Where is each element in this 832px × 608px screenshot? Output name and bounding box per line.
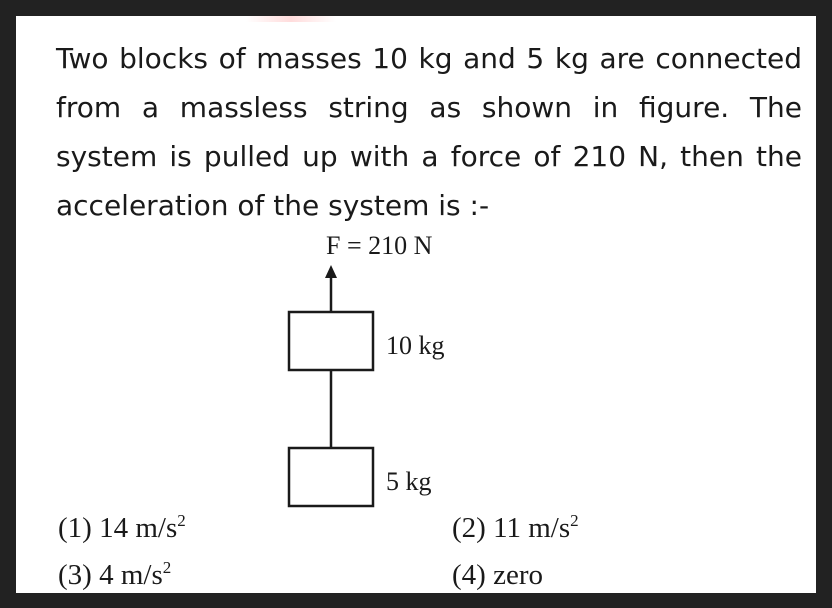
option-3[interactable]: (3) 4 m/s2: [58, 559, 171, 592]
force-arrow-head-icon: [325, 265, 337, 278]
lower-block: [287, 446, 375, 508]
question-card: Two blocks of masses 10 kg and 5 kg are …: [16, 16, 816, 593]
option-2[interactable]: (2) 11 m/s2: [452, 512, 579, 545]
screen-glare: [246, 16, 336, 22]
option-2-number: (2): [452, 512, 486, 544]
option-3-number: (3): [58, 559, 92, 591]
option-4-number: (4): [452, 559, 486, 591]
block-diagram: F = 210 N 10 kg 5 kg: [287, 231, 445, 508]
option-3-value: 4 m/s: [99, 559, 163, 591]
option-3-power: 2: [162, 558, 172, 577]
force-label: F = 210 N: [326, 231, 433, 260]
question-text: Two blocks of masses 10 kg and 5 kg are …: [56, 42, 802, 222]
upper-block-label: 10 kg: [386, 331, 445, 360]
option-1-number: (1): [58, 512, 92, 544]
option-2-power: 2: [570, 511, 579, 530]
lower-block-label: 5 kg: [386, 467, 432, 496]
option-4-value: zero: [493, 559, 543, 591]
option-1[interactable]: (1) 14 m/s2: [58, 512, 186, 545]
option-4[interactable]: (4) zero: [452, 559, 543, 592]
option-1-power: 2: [177, 511, 186, 530]
option-1-value: 14 m/s: [99, 512, 178, 544]
option-2-value: 11 m/s: [493, 512, 571, 544]
upper-block: [287, 310, 375, 372]
